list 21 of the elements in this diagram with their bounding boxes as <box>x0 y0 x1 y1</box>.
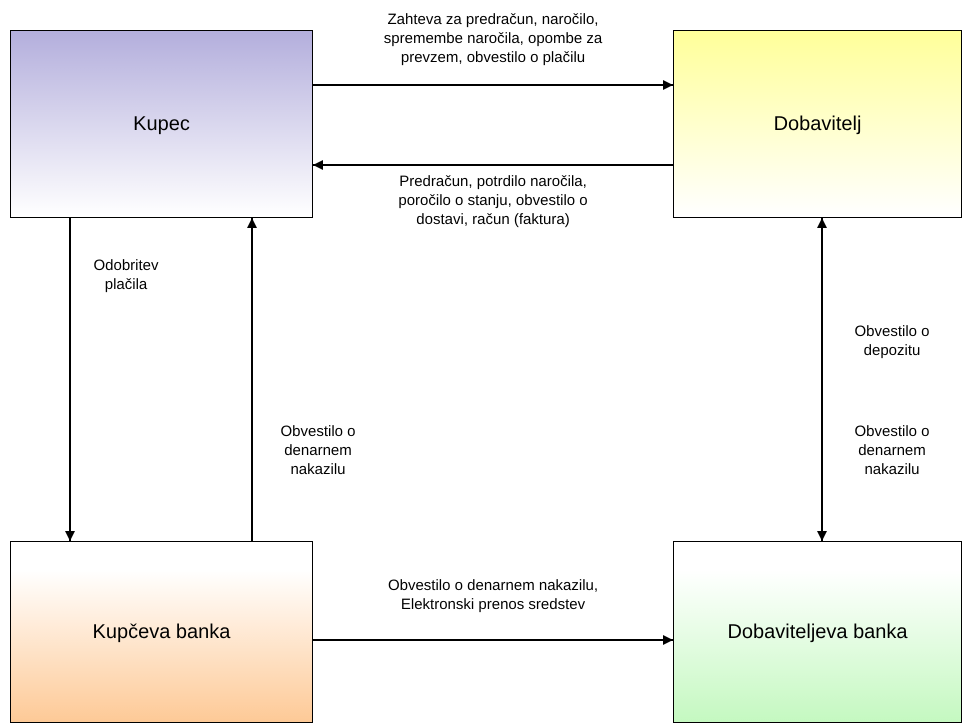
edge-label: Obvestilo o depozitu <box>853 322 931 360</box>
edge-label: Predračun, potrdilo naročila, poročilo o stanju, obvestilo o dostavi, račun (faktura) <box>397 172 589 229</box>
edge-label: Obvestilo o denarnem nakazilu, Elektronski prenos sredstev <box>386 576 600 614</box>
entity-box <box>673 541 962 723</box>
arrow <box>313 635 673 645</box>
arrow <box>247 218 257 541</box>
edge-label: Obvestilo o denarnem nakazilu <box>279 422 357 479</box>
entity-name: Kupec <box>133 112 190 137</box>
arrow <box>817 218 827 541</box>
entity-box <box>10 541 313 723</box>
edge-label: Zahteva za predračun, naročilo, spremembe naročila, opombe za prevzem, obvestilo o plačilu <box>382 10 604 67</box>
connector-note: Obvestilo o denarnem nakazilu <box>853 422 931 479</box>
entity-box <box>10 30 313 218</box>
arrow <box>65 218 75 541</box>
entity-name: Dobaviteljeva banka <box>727 620 908 645</box>
entity-name: Kupčeva banka <box>92 620 230 645</box>
arrow <box>313 160 673 170</box>
entity-name: Dobavitelj <box>774 112 862 137</box>
edge-label: Odobritev plačila <box>92 256 160 294</box>
entity-box <box>673 30 962 218</box>
arrow <box>313 80 673 90</box>
